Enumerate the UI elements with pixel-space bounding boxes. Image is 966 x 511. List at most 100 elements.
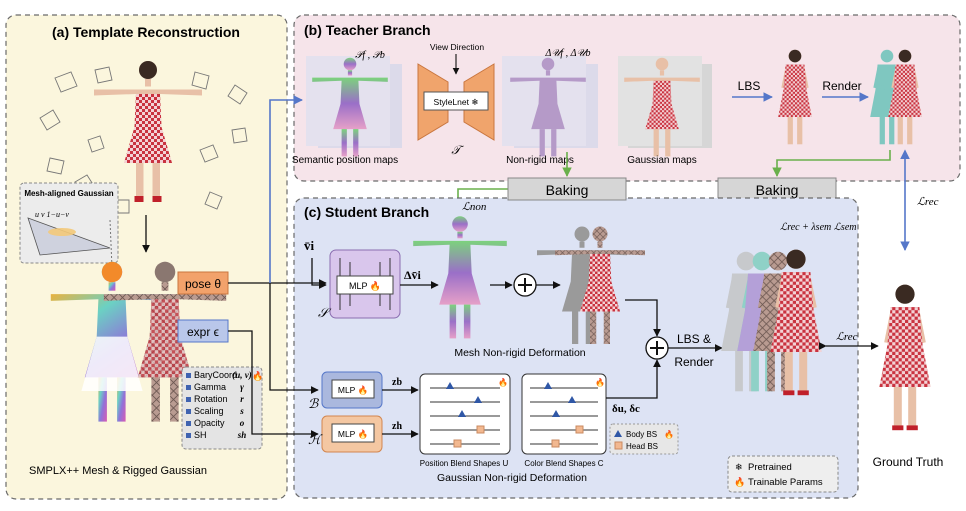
attribute-symbol: r <box>240 394 244 404</box>
expr-to-mlp-h-arrow <box>228 330 319 438</box>
nonrigid-symbol: Δ𝒰f , Δ𝒰b <box>544 48 590 59</box>
delta-uc-label: δu, δc <box>612 403 640 415</box>
position-body-marker <box>458 410 466 417</box>
loss-rec-ground: ℒrec <box>836 331 858 343</box>
attribute-rows: BaryCoord (u, v) Gamma γ Rotation r Scal… <box>186 370 252 440</box>
teacher-color-render <box>888 49 922 145</box>
attribute-symbol: γ <box>240 382 244 392</box>
student-color-render <box>770 249 822 396</box>
baking-label-left-overlay: Baking <box>546 182 589 198</box>
attribute-row: Scaling s <box>186 406 244 416</box>
bs-legend <box>609 423 679 455</box>
position-head-marker <box>476 425 485 434</box>
position-blendshapes-box <box>419 373 511 455</box>
pose-label: pose θ <box>185 277 221 291</box>
nonrigid-caption: Non-rigid maps <box>506 155 574 166</box>
loss-rec-sem: ℒrec + λsem ℒsem <box>780 222 856 233</box>
legend-fire-icon: 🔥 <box>664 429 674 439</box>
pose-to-teacher-arrow <box>269 95 303 283</box>
mlp-b-box <box>331 379 375 399</box>
fire-icon: 🔥 <box>734 476 745 487</box>
position-body-marker <box>474 396 482 403</box>
attribute-symbol: o <box>240 418 245 428</box>
baking-box-left-overlay <box>507 177 627 201</box>
stylelnet-label: StyleLnet ❄ <box>434 97 479 107</box>
lbs-render-label: LBS & <box>677 332 711 346</box>
gaussian-map-figure <box>624 57 700 157</box>
position-head-marker <box>453 439 462 448</box>
semantic-symbol: 𝒫f , 𝒫b <box>355 50 385 61</box>
smplx-mesh-figure <box>50 261 174 422</box>
attribute-symbol: s <box>239 406 244 416</box>
expr-label: expr ϵ <box>187 325 219 339</box>
panel-b-title: (b) Teacher Branch <box>304 22 431 38</box>
inset-guide-line <box>109 219 113 269</box>
attribute-row: BaryCoord (u, v) <box>186 370 252 380</box>
snowflake-icon: ❄ <box>735 462 743 472</box>
delta-v-label: Δv̄i <box>404 268 422 282</box>
attribute-row: SH sh <box>186 430 246 440</box>
color-body-marker <box>568 396 576 403</box>
b-symbol: ℬ <box>308 396 319 411</box>
plus-icon-bottom <box>650 341 664 355</box>
pretrained-label: Pretrained <box>748 462 792 473</box>
inset-title: Mesh-aligned Gaussian <box>24 189 113 198</box>
attribute-name: Gamma <box>194 382 226 392</box>
blend-to-plus-arrow <box>606 359 661 399</box>
position-body-marker <box>446 382 454 389</box>
deformed-mesh-figure-front <box>555 226 645 344</box>
head-bs-label: Head BS <box>626 442 658 451</box>
rigged-gaussian-figure <box>103 261 227 422</box>
color-body-marker <box>552 410 560 417</box>
gaussian-caption: Gaussian maps <box>627 155 696 166</box>
body-bs-legend-icon <box>614 430 622 437</box>
attribute-symbol: (u, v) <box>232 370 252 380</box>
loss-non: ℒnon <box>462 201 487 213</box>
attribute-row: Opacity o <box>186 418 245 428</box>
teacher-lbs-label: LBS <box>738 79 761 93</box>
position-fire-icon: 🔥 <box>498 377 508 387</box>
inset-coords: u v 1−u−v <box>35 210 69 219</box>
attribute-name: Rotation <box>194 394 228 404</box>
panel-a-title: (a) Template Reconstruction <box>52 24 240 40</box>
color-fire-icon: 🔥 <box>595 377 605 387</box>
attribute-row: Rotation r <box>186 394 244 404</box>
mesh-to-plus-arrow <box>625 299 661 337</box>
color-head-marker <box>575 425 584 434</box>
baking-label-right: Baking <box>756 182 799 198</box>
mlp-s-box <box>336 275 394 295</box>
reconstructed-avatar-top <box>94 61 202 202</box>
render-word-label: Render <box>674 355 713 369</box>
panel-c-title: (c) Student Branch <box>304 204 429 220</box>
color-body-marker <box>544 382 552 389</box>
attribute-table <box>181 366 263 450</box>
teacher-posed-avatar <box>778 49 812 145</box>
attribute-row: Gamma γ <box>186 382 244 392</box>
plus-icon-top <box>518 278 532 292</box>
position-bs-caption: Position Blend Shapes U <box>420 459 509 468</box>
attribute-symbol: sh <box>237 430 247 440</box>
panel-a-caption: SMPLX++ Mesh & Rigged Gaussian <box>29 465 207 477</box>
color-bs-lines <box>530 387 598 445</box>
body-bs-label: Body BS <box>626 430 657 439</box>
zh-label: zh <box>392 421 402 432</box>
attribute-fire-icon: 🔥 <box>252 370 263 381</box>
loss-rec-right: ℒrec <box>917 196 939 208</box>
attribute-name: Scaling <box>194 406 224 416</box>
pose-to-mlp-b-arrow <box>269 283 319 394</box>
mlp-h-box <box>331 423 375 443</box>
attribute-name: BaryCoord <box>194 370 237 380</box>
mesh-caption: Mesh Non-rigid Deformation <box>454 347 585 359</box>
teacher-render-label: Render <box>822 79 861 93</box>
color-head-marker <box>551 439 560 448</box>
mlp-b-label: MLP 🔥 <box>338 385 368 395</box>
trainable-label: Trainable Params <box>748 477 823 488</box>
vbar-label: v̄i <box>304 238 315 253</box>
attribute-name: Opacity <box>194 418 225 428</box>
attribute-name: SH <box>194 430 207 440</box>
ground-truth-avatar <box>879 284 931 431</box>
param-legend <box>727 455 839 493</box>
stylelnet-box <box>423 91 489 111</box>
render-to-baking-arrow <box>772 150 891 177</box>
